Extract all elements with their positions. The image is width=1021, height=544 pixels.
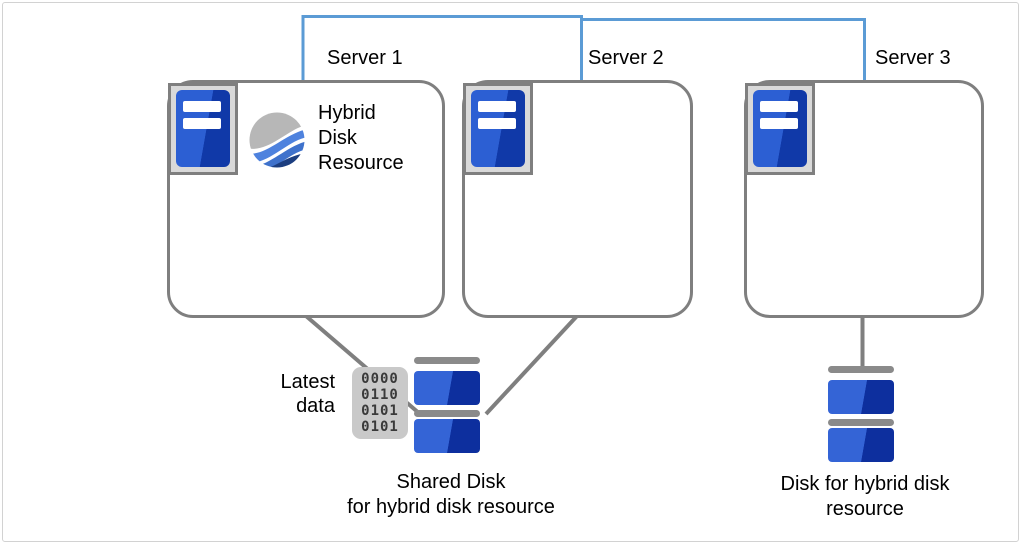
server-drive-slot-icon — [183, 101, 221, 112]
server2-to-shared-disk-line — [484, 314, 579, 416]
server-drive-slot-icon — [478, 101, 516, 112]
latest-data-line2: data — [296, 395, 335, 417]
hybrid-label-line2: Disk — [318, 127, 357, 149]
server2-icon — [463, 83, 533, 175]
binary-data-icon: 0000 0110 0101 0101 — [352, 367, 408, 439]
binary-row: 0000 — [361, 371, 399, 387]
wave-band-gray — [249, 112, 305, 149]
server-tower-icon — [471, 90, 525, 167]
binary-row: 0101 — [361, 403, 399, 419]
disk-cap-icon — [828, 366, 894, 373]
hybrid-disk-caption-line2: resource — [826, 498, 904, 520]
binary-row: 0101 — [361, 419, 399, 435]
server-drive-slot-icon — [760, 101, 798, 112]
disk-cap-icon — [414, 410, 480, 417]
interconnect-line-server1-server2 — [301, 15, 583, 82]
latest-data-label: Latest data — [230, 370, 335, 418]
disk-unit-icon — [828, 380, 894, 414]
server3-icon — [745, 83, 815, 175]
server-tower-icon — [176, 90, 230, 167]
shared-disk-caption-line2: for hybrid disk resource — [347, 496, 555, 518]
hybrid-disk-resource-label: Hybrid Disk Resource — [318, 101, 404, 176]
hybrid-label-line3: Resource — [318, 152, 404, 174]
disk-unit-icon — [414, 419, 480, 453]
hybrid-disk-icon — [828, 366, 894, 462]
server-drive-slot-icon — [183, 118, 221, 129]
server-drive-slot-icon — [760, 118, 798, 129]
server1-icon — [168, 83, 238, 175]
server3-label: Server 3 — [875, 47, 951, 69]
disk-cap-icon — [828, 419, 894, 426]
hybrid-disk-caption-line1: Disk for hybrid disk — [780, 473, 950, 495]
shared-disk-icon — [414, 357, 480, 453]
server-tower-icon — [753, 90, 807, 167]
binary-row: 0110 — [361, 387, 399, 403]
server1-label: Server 1 — [327, 47, 403, 69]
wave-band-blue1 — [249, 129, 305, 163]
disk-cap-icon — [414, 357, 480, 364]
shared-disk-caption: Shared Disk for hybrid disk resource — [301, 470, 601, 520]
server2-box — [462, 80, 693, 318]
hybrid-disk-resource-wave-icon — [249, 112, 305, 168]
shared-disk-caption-line1: Shared Disk — [396, 471, 506, 493]
disk-unit-icon — [828, 428, 894, 462]
wave-band-navy — [249, 153, 305, 168]
hybrid-disk-caption: Disk for hybrid disk resource — [715, 472, 1015, 522]
hybrid-label-line1: Hybrid — [318, 102, 376, 124]
latest-data-line1: Latest — [280, 371, 335, 393]
server2-label: Server 2 — [588, 47, 664, 69]
interconnect-line-server2-server3 — [581, 18, 866, 82]
server-drive-slot-icon — [478, 118, 516, 129]
disk-unit-icon — [414, 371, 480, 405]
